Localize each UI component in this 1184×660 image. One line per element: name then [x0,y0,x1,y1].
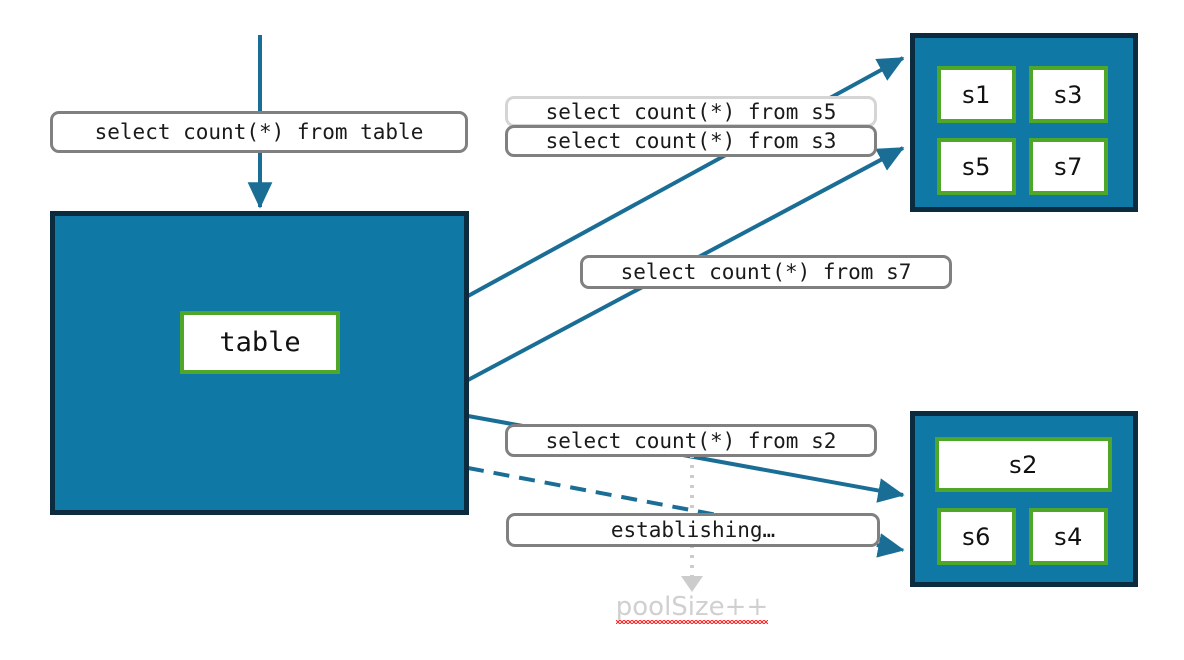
callout-establishing: establishing… [506,513,880,547]
chip-s1[interactable]: s1 [937,66,1016,123]
callout-s2-query: select count(*) from s2 [505,424,877,457]
chip-s6[interactable]: s6 [937,508,1016,565]
chip-table[interactable]: table [180,311,340,374]
chip-s5[interactable]: s5 [937,138,1016,195]
chip-s2[interactable]: s2 [935,437,1112,492]
callout-s3-query: select count(*) from s3 [505,125,877,157]
guide-poolsize-arrowhead [681,576,703,592]
chip-s7[interactable]: s7 [1029,138,1108,195]
chip-s3[interactable]: s3 [1029,66,1108,123]
callout-table-query: select count(*) from table [50,111,468,153]
chip-s4[interactable]: s4 [1029,508,1108,565]
poolsize-annotation: poolSize++ [592,592,792,624]
poolsize-text: poolSize++ [615,592,769,624]
callout-s7-query: select count(*) from s7 [580,255,952,289]
callout-s5-query: select count(*) from s5 [505,96,877,127]
